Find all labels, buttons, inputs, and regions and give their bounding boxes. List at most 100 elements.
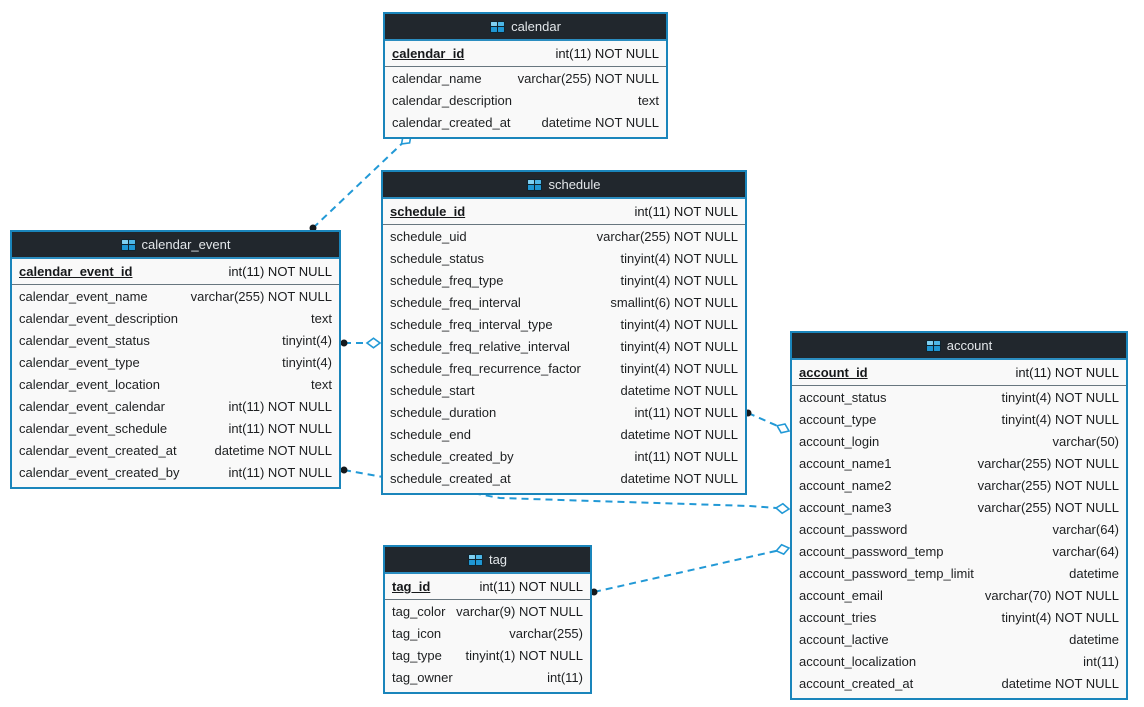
db-table-header[interactable]: calendar [385, 14, 666, 41]
column-row[interactable]: account_password_temp_limit datetime [792, 563, 1126, 585]
relation-line-tag-to-account[interactable] [593, 547, 790, 593]
column-row[interactable]: calendar_name varchar(255) NOT NULL [385, 68, 666, 90]
column-type: tinyint(4) [282, 355, 332, 370]
column-name: account_password_temp_limit [799, 566, 974, 581]
column-name: account_password [799, 522, 908, 537]
column-row[interactable]: account_name3 varchar(255) NOT NULL [792, 497, 1126, 519]
column-name: calendar_created_at [392, 115, 511, 130]
db-table-account[interactable]: account account_id int(11) NOT NULL acco… [790, 331, 1128, 700]
column-row[interactable]: calendar_event_created_at datetime NOT N… [12, 440, 339, 462]
db-table-header[interactable]: calendar_event [12, 232, 339, 259]
column-type: int(11) NOT NULL [634, 405, 738, 420]
column-type: int(11) [547, 670, 583, 685]
column-name: account_status [799, 390, 887, 405]
column-name: schedule_created_at [390, 471, 511, 486]
column-row[interactable]: schedule_duration int(11) NOT NULL [383, 402, 745, 424]
column-name: calendar_event_created_at [19, 443, 177, 458]
column-type: datetime [1069, 632, 1119, 647]
column-row[interactable]: calendar_description text [385, 90, 666, 112]
column-row[interactable]: schedule_freq_interval_type tinyint(4) N… [383, 314, 745, 336]
column-row[interactable]: calendar_event_location text [12, 374, 339, 396]
column-row[interactable]: calendar_event_schedule int(11) NOT NULL [12, 418, 339, 440]
column-type: tinyint(4) NOT NULL [1001, 390, 1119, 405]
column-row[interactable]: schedule_created_by int(11) NOT NULL [383, 446, 745, 468]
column-row[interactable]: schedule_status tinyint(4) NOT NULL [383, 248, 745, 270]
relation-diamond-marker [365, 337, 382, 349]
column-row[interactable]: account_email varchar(70) NOT NULL [792, 585, 1126, 607]
column-row[interactable]: calendar_event_created_by int(11) NOT NU… [12, 462, 339, 484]
table-name: account [946, 338, 993, 353]
column-row[interactable]: schedule_uid varchar(255) NOT NULL [383, 226, 745, 248]
column-row[interactable]: tag_icon varchar(255) [385, 623, 590, 645]
column-row[interactable]: calendar_event_description text [12, 308, 339, 330]
table-icon [467, 553, 483, 566]
column-rows: schedule_uid varchar(255) NOT NULL sched… [383, 225, 745, 493]
column-row[interactable]: schedule_freq_recurrence_factor tinyint(… [383, 358, 745, 380]
column-row[interactable]: calendar_event_calendar int(11) NOT NULL [12, 396, 339, 418]
column-row[interactable]: account_type tinyint(4) NOT NULL [792, 409, 1126, 431]
db-table-calendar_event[interactable]: calendar_event calendar_event_id int(11)… [10, 230, 341, 489]
column-name: account_localization [799, 654, 917, 669]
column-row[interactable]: account_name1 varchar(255) NOT NULL [792, 453, 1126, 475]
db-table-tag[interactable]: tag tag_id int(11) NOT NULL tag_color va… [383, 545, 592, 694]
column-row[interactable]: account_created_at datetime NOT NULL [792, 673, 1126, 695]
table-name: tag [488, 552, 508, 567]
column-name: account_created_at [799, 676, 914, 691]
db-table-header[interactable]: tag [385, 547, 590, 574]
db-table-calendar[interactable]: calendar calendar_id int(11) NOT NULL ca… [383, 12, 668, 139]
column-row[interactable]: account_password varchar(64) [792, 519, 1126, 541]
column-type: int(11) NOT NULL [228, 399, 332, 414]
db-table-header[interactable]: account [792, 333, 1126, 360]
column-row[interactable]: schedule_start datetime NOT NULL [383, 380, 745, 402]
column-name: tag_owner [392, 670, 453, 685]
column-type: int(11) NOT NULL [634, 449, 738, 464]
column-row[interactable]: schedule_freq_relative_interval tinyint(… [383, 336, 745, 358]
column-row[interactable]: schedule_end datetime NOT NULL [383, 424, 745, 446]
primary-key-row[interactable]: account_id int(11) NOT NULL [792, 360, 1126, 386]
relation-line-calendar_event-to-calendar[interactable] [312, 134, 412, 229]
column-type: varchar(64) [1052, 522, 1119, 537]
primary-key-row[interactable]: tag_id int(11) NOT NULL [385, 574, 590, 600]
db-table-header[interactable]: schedule [383, 172, 745, 199]
column-type: varchar(255) NOT NULL [977, 478, 1119, 493]
column-row[interactable]: calendar_event_name varchar(255) NOT NUL… [12, 286, 339, 308]
column-type: datetime NOT NULL [620, 383, 738, 398]
column-row[interactable]: account_login varchar(50) [792, 431, 1126, 453]
relation-diamond-marker [774, 502, 791, 515]
column-name: schedule_freq_relative_interval [390, 339, 570, 354]
primary-key-row[interactable]: calendar_event_id int(11) NOT NULL [12, 259, 339, 285]
column-row[interactable]: schedule_freq_type tinyint(4) NOT NULL [383, 270, 745, 292]
column-name: calendar_name [392, 71, 482, 86]
db-table-schedule[interactable]: schedule schedule_id int(11) NOT NULL sc… [381, 170, 747, 495]
column-name: schedule_status [390, 251, 484, 266]
primary-key-row[interactable]: schedule_id int(11) NOT NULL [383, 199, 745, 225]
column-row[interactable]: account_lactive datetime [792, 629, 1126, 651]
column-row[interactable]: account_tries tinyint(4) NOT NULL [792, 607, 1126, 629]
column-name: calendar_event_name [19, 289, 148, 304]
primary-key-name: calendar_event_id [19, 264, 133, 279]
column-row[interactable]: tag_owner int(11) [385, 667, 590, 689]
column-name: schedule_duration [390, 405, 497, 420]
relation-dot-marker [590, 588, 598, 596]
column-name: account_email [799, 588, 883, 603]
column-row[interactable]: tag_color varchar(9) NOT NULL [385, 601, 590, 623]
column-row[interactable]: calendar_event_type tinyint(4) [12, 352, 339, 374]
column-type: tinyint(4) NOT NULL [620, 339, 738, 354]
column-row[interactable]: account_status tinyint(4) NOT NULL [792, 387, 1126, 409]
column-row[interactable]: tag_type tinyint(1) NOT NULL [385, 645, 590, 667]
column-row[interactable]: calendar_event_status tinyint(4) [12, 330, 339, 352]
column-row[interactable]: account_password_temp varchar(64) [792, 541, 1126, 563]
primary-key-type: int(11) NOT NULL [555, 46, 659, 61]
column-row[interactable]: account_localization int(11) [792, 651, 1126, 673]
column-row[interactable]: schedule_freq_interval smallint(6) NOT N… [383, 292, 745, 314]
relation-dot-marker [340, 466, 348, 474]
column-type: text [311, 377, 332, 392]
column-type: datetime NOT NULL [214, 443, 332, 458]
column-type: tinyint(4) NOT NULL [620, 273, 738, 288]
primary-key-row[interactable]: calendar_id int(11) NOT NULL [385, 41, 666, 67]
column-row[interactable]: calendar_created_at datetime NOT NULL [385, 112, 666, 134]
column-row[interactable]: account_name2 varchar(255) NOT NULL [792, 475, 1126, 497]
column-type: varchar(9) NOT NULL [456, 604, 583, 619]
column-row[interactable]: schedule_created_at datetime NOT NULL [383, 468, 745, 490]
